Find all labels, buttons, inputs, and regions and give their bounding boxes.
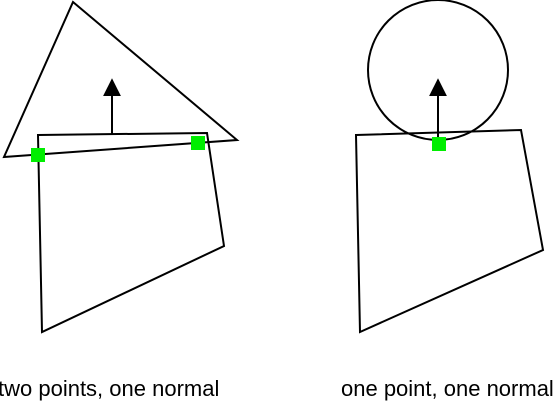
caption-two-points: two points, one normal [0,376,220,401]
caption-one-point: one point, one normal [341,376,554,401]
right-quadrilateral [354,128,545,334]
left-triangle [2,0,240,159]
left-quadrilateral [36,131,226,334]
right-contact-point [432,137,446,151]
right-scene [354,0,545,334]
left-contact-point-2 [191,136,205,150]
left-contact-point-1 [31,148,45,162]
left-scene [2,0,240,334]
